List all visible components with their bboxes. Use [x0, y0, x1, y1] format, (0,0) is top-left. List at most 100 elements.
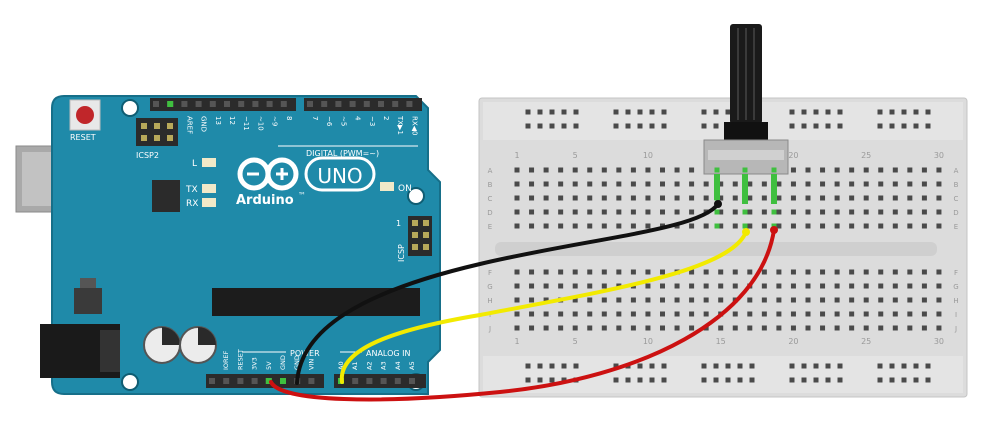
hole [689, 311, 695, 317]
hole [761, 209, 767, 215]
rail-hole [825, 363, 831, 369]
hole [529, 283, 535, 289]
hole [572, 209, 578, 215]
hole [660, 325, 665, 331]
hole [587, 195, 593, 201]
hole [529, 223, 535, 229]
rail-hole [525, 377, 531, 383]
hole [674, 325, 680, 331]
digital-pin-label: ~10 [256, 116, 264, 131]
hole [514, 269, 520, 275]
icsp-header [408, 216, 432, 256]
hole [790, 297, 796, 303]
potentiometer-leg [742, 174, 748, 204]
hole [805, 325, 811, 331]
hole [703, 195, 709, 201]
rail-hole [613, 109, 619, 115]
rail-hole [537, 363, 543, 369]
hole [863, 325, 869, 331]
usb-chip [152, 180, 180, 212]
hole [936, 269, 942, 275]
rail-hole [749, 377, 755, 383]
hole [878, 195, 884, 201]
hole [936, 283, 942, 289]
rail-hole [713, 377, 719, 383]
hole [820, 195, 826, 201]
hole [630, 181, 636, 187]
hole [834, 195, 840, 201]
hole [703, 269, 709, 275]
rail-hole [901, 109, 907, 115]
power-pin-label: IOREF [222, 350, 230, 370]
hole [601, 325, 607, 331]
active-hole [714, 167, 720, 173]
hole [529, 209, 535, 215]
hole [834, 167, 840, 173]
hole [514, 209, 520, 215]
hole [660, 181, 665, 187]
hole [834, 181, 840, 187]
active-hole [714, 181, 720, 187]
hole [863, 209, 869, 215]
rail-hole [525, 109, 531, 115]
analog-label: ANALOG IN [366, 349, 411, 358]
hole [863, 181, 869, 187]
hole [761, 325, 767, 331]
hole [587, 269, 593, 275]
wire-end [742, 228, 750, 236]
hole [572, 195, 578, 201]
hole [892, 283, 898, 289]
row-letter: J [488, 325, 491, 333]
potentiometer [703, 24, 789, 229]
rail-hole [573, 109, 579, 115]
hole [747, 325, 753, 331]
rail-hole [801, 123, 807, 129]
hole [805, 311, 811, 317]
analog-pin-label: A5 [408, 361, 416, 370]
hole [601, 283, 607, 289]
rail-hole [925, 377, 931, 383]
hole [587, 283, 593, 289]
reset-button[interactable] [69, 99, 101, 131]
rail-hole [801, 377, 807, 383]
hole [936, 297, 942, 303]
hole [849, 167, 855, 173]
power-pin-label: RESET [236, 349, 244, 370]
hole [892, 195, 898, 201]
hole [529, 325, 535, 331]
hole [645, 283, 651, 289]
hole [892, 209, 898, 215]
analog-header [334, 374, 426, 388]
tx-label: TX [185, 185, 198, 195]
hole [790, 209, 796, 215]
hole [674, 311, 680, 317]
hole [689, 283, 695, 289]
column-number: 5 [573, 337, 578, 346]
mounting-hole [121, 99, 139, 117]
hole [558, 167, 564, 173]
hole [529, 297, 535, 303]
hole [514, 167, 520, 173]
row-letter: G [487, 283, 492, 291]
analog-pin-label: A2 [365, 361, 373, 370]
hole [805, 195, 811, 201]
rail-holes [525, 109, 931, 383]
rail-hole [701, 123, 707, 129]
digital-pin-label: TX▶1 [396, 115, 404, 135]
rail-hole [725, 109, 731, 115]
hole [616, 297, 622, 303]
digital-pin-label: 4 [354, 116, 362, 121]
potentiometer-leg [771, 174, 777, 204]
hole [718, 269, 724, 275]
row-letter: C [488, 195, 493, 203]
digital-pin-label: ~6 [325, 116, 333, 127]
digital-pin-label: GND [200, 116, 208, 132]
hole [514, 325, 520, 331]
rail-hole [661, 109, 667, 115]
rail-hole [525, 123, 531, 129]
hole [921, 297, 927, 303]
active-hole [771, 167, 777, 173]
